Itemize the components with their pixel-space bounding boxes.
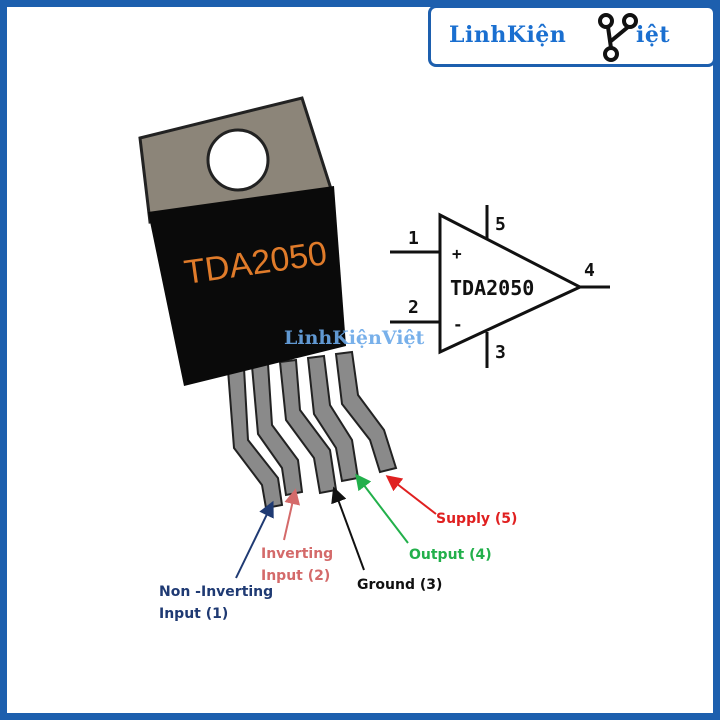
minus-sign: - <box>453 315 463 334</box>
label-output: Output (4) <box>409 547 492 563</box>
logo-circuit-icon <box>598 13 638 62</box>
arrow-output <box>355 473 409 544</box>
pin-label-5: 5 <box>495 214 506 235</box>
label-ground: Ground (3) <box>357 577 443 593</box>
chip-body <box>148 186 346 386</box>
pin-5 <box>334 350 398 474</box>
chip-watermark: LinhKiệnViệt <box>284 327 425 349</box>
label-supply: Supply (5) <box>436 511 518 527</box>
mounting-hole <box>206 128 270 192</box>
opamp-triangle <box>438 212 584 355</box>
pin-1 <box>226 366 284 510</box>
arrow-ground <box>331 486 365 571</box>
opamp-symbol <box>390 205 610 368</box>
pin-2 <box>250 362 304 497</box>
logo-text-left: LinhKiện <box>449 22 567 48</box>
pin-label-4: 4 <box>584 260 595 281</box>
arrow-non-inverting <box>235 500 274 579</box>
pin-label-2: 2 <box>408 297 419 318</box>
logo-text-right: iệt <box>636 22 671 48</box>
brand-logo[interactable]: LinhKiện iệt <box>428 5 716 67</box>
plus-sign: + <box>452 244 462 263</box>
pin-label-3: 3 <box>495 342 506 363</box>
opamp-name: TDA2050 <box>450 276 534 300</box>
arrow-inverting <box>283 488 301 541</box>
chip-pins <box>226 350 398 510</box>
arrow-supply <box>385 475 437 515</box>
pin-label-1: 1 <box>408 228 419 249</box>
